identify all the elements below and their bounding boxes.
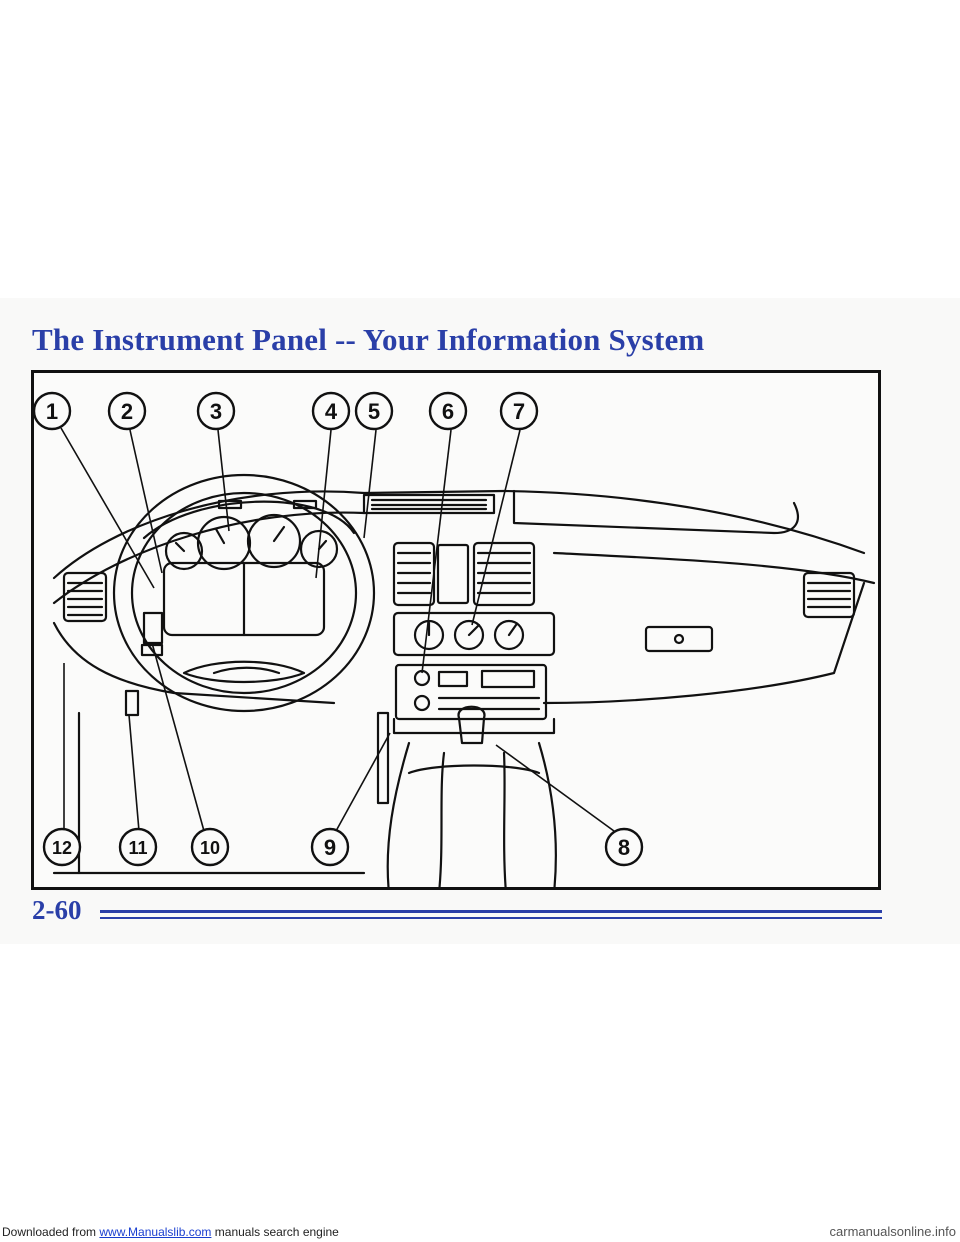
- callout-9: 9: [310, 827, 350, 867]
- callout-4: 4: [311, 391, 351, 431]
- page-title: The Instrument Panel -- Your Information…: [32, 322, 705, 357]
- watermark-text: carmanualsonline.info: [829, 1224, 956, 1239]
- download-suffix: manuals search engine: [211, 1225, 339, 1239]
- callout-6: 6: [428, 391, 468, 431]
- svg-text:2: 2: [121, 399, 133, 424]
- manualslib-link[interactable]: www.Manualslib.com: [99, 1225, 212, 1239]
- instrument-panel-figure: 1 2 3 4 5 6 7 8 9 10 11 12: [31, 370, 881, 890]
- callout-8: 8: [604, 827, 644, 867]
- page-number: 2-60: [32, 895, 82, 925]
- svg-text:11: 11: [128, 838, 147, 858]
- download-footer: Downloaded from www.Manualslib.com manua…: [0, 1222, 960, 1242]
- svg-text:5: 5: [368, 399, 380, 424]
- callout-3: 3: [196, 391, 236, 431]
- svg-text:4: 4: [325, 399, 338, 424]
- svg-text:10: 10: [200, 838, 220, 858]
- svg-text:1: 1: [46, 399, 58, 424]
- svg-text:7: 7: [513, 399, 525, 424]
- download-notice: Downloaded from www.Manualslib.com manua…: [2, 1225, 339, 1239]
- callout-11: 11: [118, 827, 158, 867]
- svg-text:9: 9: [324, 835, 336, 860]
- svg-text:12: 12: [52, 838, 72, 858]
- callout-1: 1: [34, 391, 72, 431]
- page-rule-bottom: [100, 917, 882, 919]
- svg-text:8: 8: [618, 835, 630, 860]
- callout-12: 12: [42, 827, 82, 867]
- callout-10: 10: [190, 827, 230, 867]
- callout-7: 7: [499, 391, 539, 431]
- callout-2: 2: [107, 391, 147, 431]
- svg-text:6: 6: [442, 399, 454, 424]
- page-rule-top: [100, 910, 882, 913]
- callout-5: 5: [354, 391, 394, 431]
- svg-text:3: 3: [210, 399, 222, 424]
- instrument-panel-drawing: 1 2 3 4 5 6 7 8 9 10 11 12: [34, 391, 876, 887]
- download-prefix: Downloaded from: [2, 1225, 100, 1239]
